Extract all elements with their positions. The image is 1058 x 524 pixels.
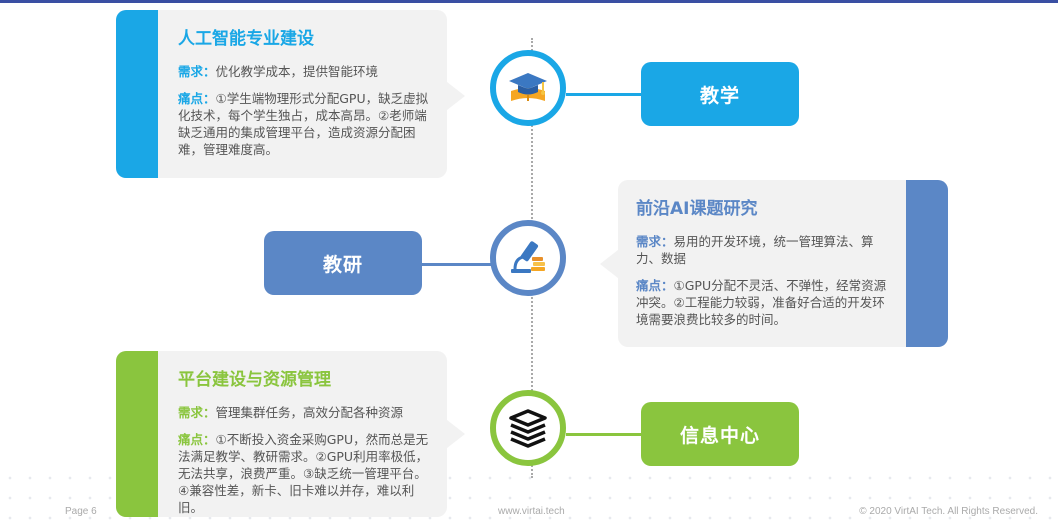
pain-text: ①不断投入资金采购GPU，然而总是无法满足教学、教研需求。②GPU利用率极低，无… bbox=[178, 432, 429, 515]
graduation-cap-icon bbox=[490, 50, 566, 126]
card-title: 人工智能专业建设 bbox=[178, 29, 314, 49]
connector-teaching bbox=[566, 93, 642, 96]
label-info-center: 信息中心 bbox=[641, 402, 799, 466]
pain-text: ①GPU分配不灵活、不弹性，经常资源冲突。②工程能力较弱，准备好合适的开发环境需… bbox=[636, 278, 887, 327]
microscope-icon bbox=[490, 220, 566, 296]
card-platform: 平台建设与资源管理 需求：管理集群任务，高效分配各种资源 痛点：①不断投入资金采… bbox=[116, 351, 447, 517]
card-ai-major: 人工智能专业建设 需求：优化教学成本，提供智能环境 痛点：①学生端物理形式分配G… bbox=[116, 10, 447, 178]
card-pointer bbox=[447, 420, 465, 448]
need-text: 管理集群任务，高效分配各种资源 bbox=[215, 405, 404, 420]
pain-label: 痛点： bbox=[178, 91, 216, 106]
card-title: 前沿AI课题研究 bbox=[636, 199, 758, 219]
card-pointer bbox=[600, 250, 618, 278]
card-pointer bbox=[447, 82, 465, 110]
card-need: 需求：管理集群任务，高效分配各种资源 bbox=[178, 404, 433, 421]
card-pain: 痛点：①学生端物理形式分配GPU，缺乏虚拟化技术，每个学生独占，成本高昂。②老师… bbox=[178, 90, 433, 158]
card-pain: 痛点：①不断投入资金采购GPU，然而总是无法满足教学、教研需求。②GPU利用率极… bbox=[178, 431, 433, 516]
card-ai-research: 前沿AI课题研究 需求：易用的开发环境，统一管理算法、算力、数据 痛点：①GPU… bbox=[618, 180, 948, 347]
pain-label: 痛点： bbox=[636, 278, 674, 293]
need-text: 易用的开发环境，统一管理算法、算力、数据 bbox=[636, 234, 874, 266]
footer-page-number: Page 6 bbox=[65, 506, 97, 517]
card-accent-bar bbox=[116, 10, 158, 178]
need-text: 优化教学成本，提供智能环境 bbox=[215, 64, 379, 79]
microscope-graphic bbox=[511, 241, 545, 273]
card-pain: 痛点：①GPU分配不灵活、不弹性，经常资源冲突。②工程能力较弱，准备好合适的开发… bbox=[636, 277, 892, 328]
card-body: 人工智能专业建设 需求：优化教学成本，提供智能环境 痛点：①学生端物理形式分配G… bbox=[178, 24, 433, 166]
card-accent-bar bbox=[116, 351, 158, 517]
pain-text: ①学生端物理形式分配GPU，缺乏虚拟化技术，每个学生独占，成本高昂。②老师端缺乏… bbox=[178, 91, 429, 157]
need-label: 需求： bbox=[178, 405, 216, 420]
card-body: 平台建设与资源管理 需求：管理集群任务，高效分配各种资源 痛点：①不断投入资金采… bbox=[178, 365, 433, 524]
label-research: 教研 bbox=[264, 231, 422, 295]
footer-url: www.virtai.tech bbox=[498, 506, 565, 517]
label-teaching: 教学 bbox=[641, 62, 799, 126]
stack-layers-graphic bbox=[509, 409, 547, 448]
stack-layers-icon bbox=[490, 390, 566, 466]
card-body: 前沿AI课题研究 需求：易用的开发环境，统一管理算法、算力、数据 痛点：①GPU… bbox=[636, 194, 892, 336]
card-need: 需求：优化教学成本，提供智能环境 bbox=[178, 63, 433, 80]
pain-label: 痛点： bbox=[178, 432, 216, 447]
need-label: 需求： bbox=[636, 234, 674, 249]
connector-research bbox=[422, 263, 496, 266]
card-accent-bar bbox=[906, 180, 948, 347]
footer-copyright: © 2020 VirtAI Tech. All Rights Reserved. bbox=[859, 506, 1038, 517]
connector-info-center bbox=[566, 433, 642, 436]
need-label: 需求： bbox=[178, 64, 216, 79]
card-need: 需求：易用的开发环境，统一管理算法、算力、数据 bbox=[636, 233, 892, 267]
card-title: 平台建设与资源管理 bbox=[178, 370, 331, 390]
graduation-cap-graphic bbox=[509, 73, 547, 101]
top-accent-bar bbox=[0, 0, 1058, 3]
